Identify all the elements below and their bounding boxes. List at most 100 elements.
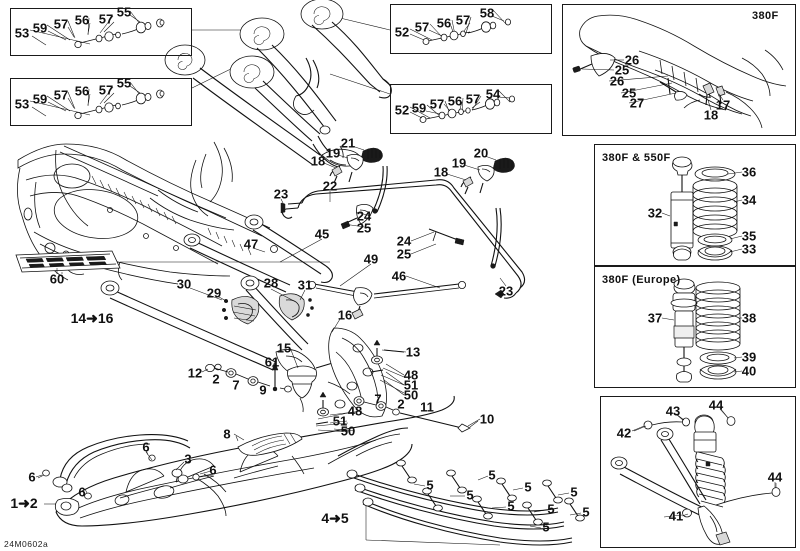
panel-title-380f-550f: 380F & 550F [602, 152, 671, 164]
callout-8: 8 [223, 426, 231, 442]
callout-5: 5 [547, 501, 555, 517]
callout-25: 25 [614, 62, 630, 78]
panel-380f [562, 4, 796, 136]
callout-52: 52 [394, 24, 410, 40]
callout-11: 11 [420, 399, 434, 415]
callout-5: 5 [507, 498, 515, 514]
callout-25: 25 [356, 220, 372, 236]
callout-31: 31 [297, 277, 313, 293]
panel-front-strut [600, 396, 796, 548]
callout-2: 2 [212, 371, 220, 387]
callout-53: 53 [14, 25, 30, 41]
hardware-string-top-mid-lower [410, 91, 515, 123]
callout-leader-lines [32, 15, 775, 528]
callout-58: 58 [479, 5, 495, 21]
callout-49: 49 [363, 251, 379, 267]
panel-380f-europe [594, 266, 796, 388]
panel-title-380f-europe: 380F (Europe) [602, 274, 681, 286]
callout-48: 48 [403, 367, 419, 383]
callout-57: 57 [414, 19, 430, 35]
callout-34: 34 [741, 192, 757, 208]
panel-380f-550f [594, 144, 796, 266]
callout-7: 7 [374, 391, 382, 407]
callout-48: 48 [347, 403, 363, 419]
shock-absorber-380f-europe [671, 279, 740, 382]
callout-28: 28 [263, 275, 279, 291]
callout-5: 5 [582, 504, 590, 520]
callout-53: 53 [14, 96, 30, 112]
callout-3: 3 [184, 451, 192, 467]
callout-40: 40 [741, 363, 757, 379]
callout-26: 26 [609, 73, 625, 89]
callout-16: 16 [337, 307, 353, 323]
callout-27: 27 [629, 95, 645, 111]
callout-36: 36 [741, 164, 757, 180]
callout-56: 56 [74, 12, 90, 28]
callout-57: 57 [429, 96, 445, 112]
tunnel-assembly-380f [573, 15, 786, 128]
control-arms-center [184, 215, 466, 319]
callout-5: 5 [542, 519, 550, 535]
callout-5: 5 [488, 467, 496, 483]
callout-25: 25 [621, 85, 637, 101]
callout-54: 54 [485, 86, 501, 102]
callout-42: 42 [616, 425, 632, 441]
callout-57: 57 [465, 91, 481, 107]
callout-13: 13 [405, 344, 421, 360]
shock-absorber-380f-550f [671, 157, 737, 260]
callout-26: 26 [624, 52, 640, 68]
spindle-knuckle [316, 328, 478, 432]
callout-6: 6 [209, 462, 217, 478]
panel-top-left-lower [10, 78, 192, 126]
stabilizer-bar-assembly [281, 166, 525, 298]
hardware-string-top-left-upper [30, 11, 164, 48]
callout-41: 41 [668, 508, 684, 524]
callout-59: 59 [32, 20, 48, 36]
callout-5: 5 [466, 487, 474, 503]
callout-6: 6 [28, 469, 36, 485]
callout-44: 44 [708, 397, 724, 413]
ski-assembly [36, 396, 454, 526]
callout-24: 24 [396, 233, 412, 249]
callout-59: 59 [411, 100, 427, 116]
callout-56: 56 [436, 15, 452, 31]
callout-51: 51 [403, 377, 419, 393]
callout-19: 19 [451, 155, 467, 171]
callout-57: 57 [98, 11, 114, 27]
callout-55: 55 [116, 75, 132, 91]
callout-24: 24 [356, 208, 372, 224]
panel-top-left-upper [10, 8, 192, 56]
upper-link-brackets [330, 148, 515, 194]
callout-37: 37 [647, 310, 663, 326]
callout-18: 18 [703, 107, 719, 123]
callout-range-a4_5: 4➜5 [321, 510, 349, 526]
callout-23: 23 [273, 186, 289, 202]
callout-range-a14_16: 14➜16 [70, 310, 114, 326]
callout-51: 51 [332, 413, 348, 429]
callout-50: 50 [403, 387, 419, 403]
callout-9: 9 [259, 382, 267, 398]
callout-6: 6 [142, 439, 150, 455]
callout-21: 21 [340, 135, 356, 151]
callout-32: 32 [647, 205, 663, 221]
callout-29: 29 [206, 285, 222, 301]
callout-50: 50 [340, 423, 356, 439]
callout-57: 57 [455, 12, 471, 28]
lower-arm-and-spindle [101, 276, 348, 412]
callout-44: 44 [767, 469, 783, 485]
callout-30: 30 [176, 276, 192, 292]
callout-19: 19 [325, 145, 341, 161]
callout-43: 43 [665, 403, 681, 419]
callout-5: 5 [524, 479, 532, 495]
hardware-string-top-mid-upper [410, 10, 511, 45]
drawing-number-watermark: 24M0602a [4, 539, 49, 549]
callout-12: 12 [187, 365, 203, 381]
callout-52: 52 [394, 102, 410, 118]
hardware-string-top-left-lower [30, 82, 164, 119]
callout-5: 5 [570, 484, 578, 500]
callout-22: 22 [322, 178, 338, 194]
callout-20: 20 [473, 145, 489, 161]
panel-top-mid-lower [390, 84, 552, 134]
